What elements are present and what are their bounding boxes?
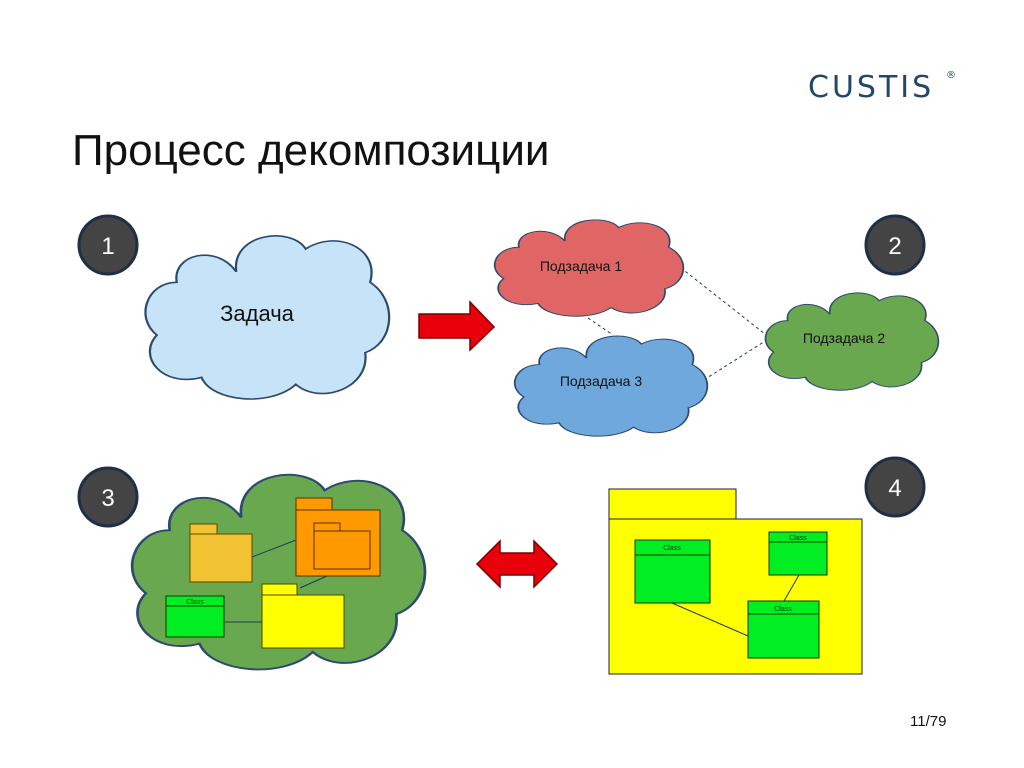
subtask3-cloud: Подзадача 3 xyxy=(515,336,708,436)
step-number-1: 1 xyxy=(101,233,114,260)
step4-class-box-b: Class xyxy=(768,531,828,576)
right-arrow-icon xyxy=(418,300,496,352)
task-cloud: Задача xyxy=(145,236,389,399)
step4-class-label-c: Class xyxy=(774,606,792,613)
subtask-connections xyxy=(587,263,771,384)
step-badge-4: 4 xyxy=(864,456,926,518)
custis-logo: CUSTIS xyxy=(808,70,935,105)
task-label: Задача xyxy=(220,301,295,326)
step3-class-label: Class xyxy=(186,599,204,606)
subtask1-label: Подзадача 1 xyxy=(540,258,623,274)
step-badge-1: 1 xyxy=(77,214,139,276)
page-number: 11/79 xyxy=(910,713,947,730)
subtask2-cloud: Подзадача 2 xyxy=(765,293,938,390)
page-title: Процесс декомпозиции xyxy=(72,126,550,175)
step-number-3: 3 xyxy=(101,485,114,512)
step-number-4: 4 xyxy=(888,475,901,502)
step4-class-box-c: Class xyxy=(747,600,820,659)
registered-mark: ® xyxy=(946,70,956,81)
step4-links xyxy=(671,574,800,637)
subtask2-label: Подзадача 2 xyxy=(803,330,886,346)
step4-class-box-a: Class xyxy=(634,539,711,604)
package-orange xyxy=(295,497,381,577)
subtask1-cloud: Подзадача 1 xyxy=(495,220,684,316)
subtask3-label: Подзадача 3 xyxy=(560,373,643,389)
step-badge-2: 2 xyxy=(864,214,926,276)
step-number-2: 2 xyxy=(888,233,901,260)
step3-class-box: Class xyxy=(165,595,225,638)
package-gold xyxy=(189,523,253,583)
double-arrow-icon xyxy=(475,539,559,589)
step-badge-3: 3 xyxy=(77,466,139,528)
step4-class-label-a: Class xyxy=(663,545,681,552)
step4-class-label-b: Class xyxy=(789,535,807,542)
package-yellow xyxy=(261,583,345,649)
